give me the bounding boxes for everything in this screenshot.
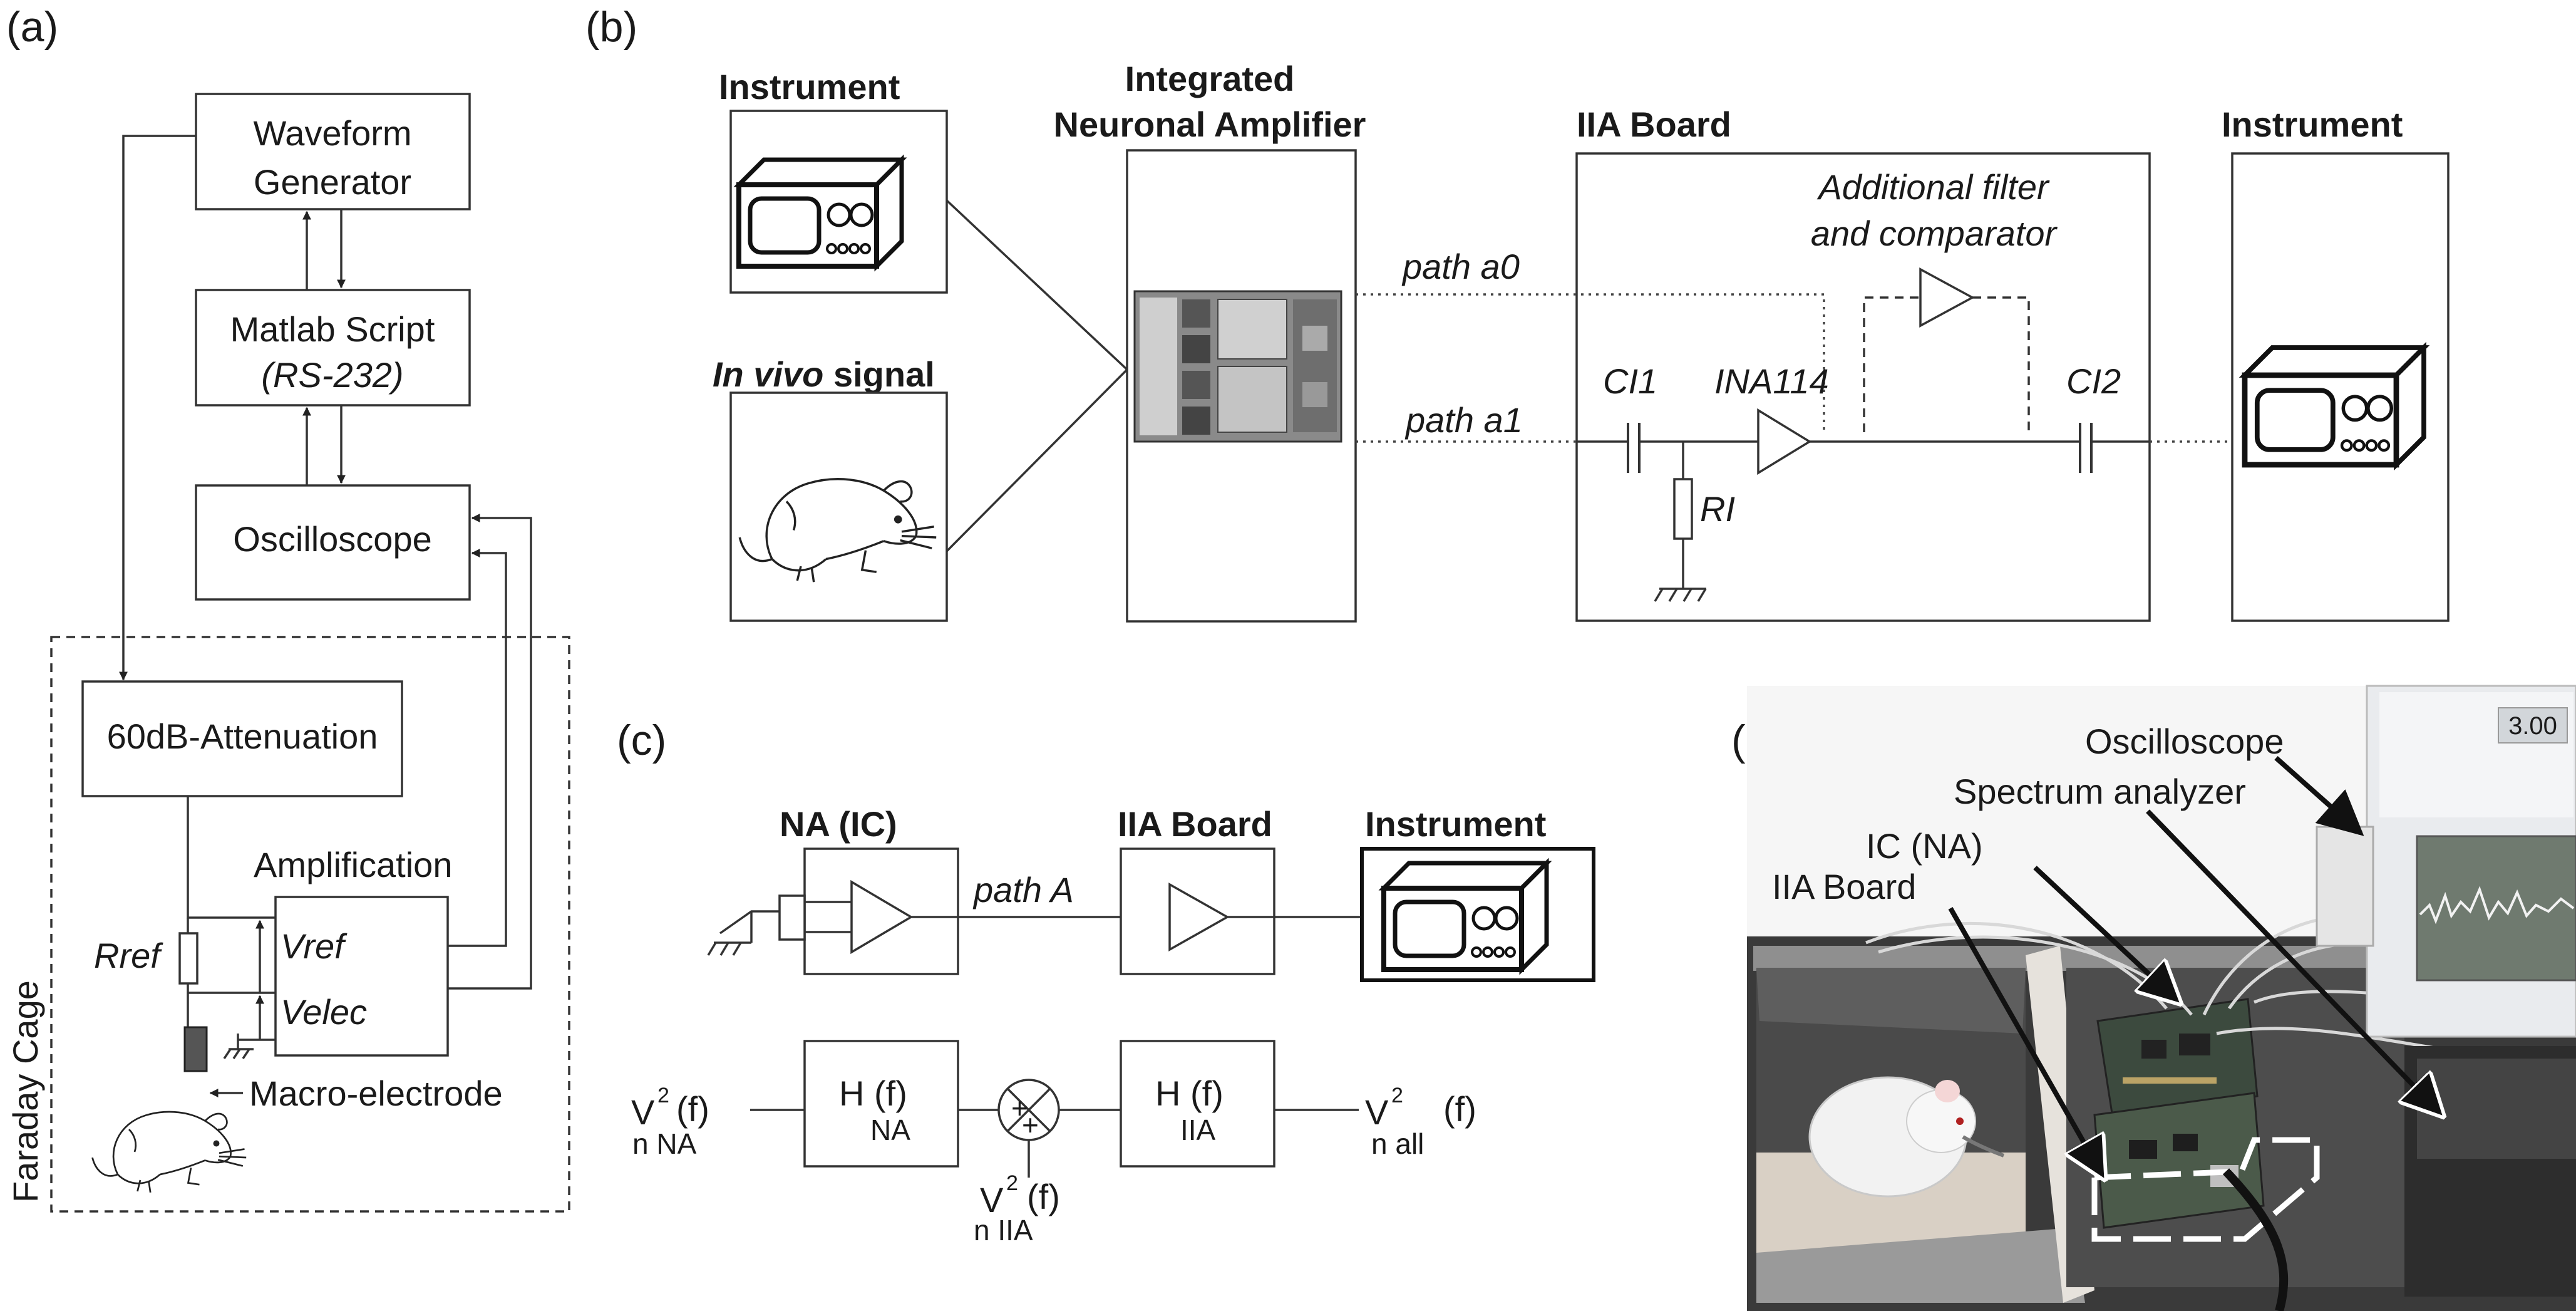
chip-image: [1133, 290, 1342, 443]
oscilloscope-label-a: Oscilloscope: [233, 519, 431, 559]
in-vivo-box: [729, 391, 948, 622]
v-iia-f: (f): [1027, 1177, 1060, 1216]
h-na-subscript: NA: [870, 1114, 910, 1146]
additional-filter-line1: Additional filter: [1816, 167, 2050, 207]
h-iia-box: [1120, 1040, 1275, 1168]
spectrum-analyzer-photo: 3.00: [2316, 685, 2576, 1038]
iia-board-title-b: IIA Board: [1577, 105, 1731, 144]
integrated-amp-line1: Integrated: [1125, 59, 1295, 98]
filter-dashed-path: [1863, 296, 1920, 432]
instrument-title-c: Instrument: [1365, 804, 1546, 844]
v-all-symbol: V: [1365, 1092, 1389, 1132]
h-iia-label: H (f): [1155, 1074, 1224, 1113]
ic-na-label: IC (NA): [1866, 826, 1983, 866]
path-a0-label: path a0: [1401, 247, 1520, 286]
panel-a: Waveform Generator Matlab Script (RS-232…: [6, 93, 570, 1213]
rat-photo: [1808, 1076, 2005, 1198]
waveform-generator-box: [195, 93, 471, 210]
additional-filter-line2: and comparator: [1811, 214, 2058, 253]
sum-plus-bottom: +: [1022, 1109, 1039, 1141]
matlab-script-label: Matlab Script: [230, 309, 435, 349]
analyzer-readout: 3.00: [2508, 712, 2557, 740]
v-na-symbol: V: [631, 1092, 655, 1132]
v-na-sq: 2: [657, 1084, 669, 1107]
attenuation-label: 60dB-Attenuation: [107, 717, 378, 756]
path-a-label: path A: [972, 870, 1074, 909]
panel-d-photo: 3.00 Oscilloscope Spectrum analyzer IC (…: [1747, 685, 2576, 1311]
panel-label-a: (a): [6, 3, 58, 51]
panel-label-b: (b): [585, 3, 637, 51]
na-amplifier-triangle: [850, 879, 914, 955]
rs232-label: (RS-232): [261, 355, 403, 395]
resistor-ri: [1673, 478, 1693, 540]
ci2-label: CI2: [2066, 361, 2121, 401]
amplification-label: Amplification: [254, 845, 452, 884]
v-na-subscript: n NA: [632, 1127, 697, 1160]
macro-electrode-label: Macro-electrode: [249, 1074, 503, 1113]
na-ic-title: NA (IC): [780, 804, 897, 844]
matlab-script-box: [195, 289, 471, 407]
arrow-ic-na: [2033, 866, 2179, 1002]
rat-drawing-a: [91, 1111, 247, 1194]
panel-b: Instrument In vivo signal Integrated Neu…: [713, 59, 2450, 623]
arrow-iia-board: [1948, 907, 2104, 1178]
path-a1-label: path a1: [1404, 400, 1523, 440]
oscilloscope-box-a: [195, 484, 471, 601]
highlight-dashed-region: [2091, 1137, 2320, 1242]
iia-board-photo: [2093, 1092, 2265, 1229]
waveform-generator-line1: Waveform: [253, 113, 411, 153]
spectrum-analyzer-label: Spectrum analyzer: [1954, 772, 2246, 811]
oscilloscope-screen-photo: [2416, 835, 2576, 982]
v-iia-symbol: V: [980, 1180, 1004, 1220]
oscilloscope-label-d: Oscilloscope: [2085, 722, 2284, 761]
v-na-f: (f): [676, 1089, 709, 1129]
iia-board-title-c: IIA Board: [1118, 804, 1272, 844]
velec-label: Velec: [281, 992, 367, 1032]
in-vivo-rest: signal: [823, 355, 934, 394]
instrument-right-title: Instrument: [2222, 105, 2403, 144]
comparator-triangle: [1919, 267, 1975, 328]
faraday-cage-label: Faraday Cage: [6, 980, 45, 1203]
v-iia-sq: 2: [1006, 1171, 1018, 1195]
oscilloscope-icon-right: [2245, 348, 2424, 465]
faraday-cage-boundary: [50, 636, 570, 1213]
in-vivo-italic: In vivo: [713, 355, 823, 394]
v-all-f: (f): [1443, 1089, 1476, 1129]
ina114-label: INA114: [1714, 361, 1829, 401]
panel-label-c: (c): [617, 717, 666, 764]
oscilloscope-icon-left: [739, 160, 902, 266]
amplification-box: [274, 896, 449, 1057]
oscilloscope-icon-c: [1384, 863, 1547, 970]
iia-amplifier-triangle: [1168, 883, 1230, 951]
sum-plus-left: +: [1011, 1092, 1028, 1124]
vref-label: Vref: [281, 926, 348, 966]
rref-resistor: [178, 932, 198, 985]
rref-label: Rref: [94, 936, 163, 975]
v-iia-subscript: n IIA: [974, 1214, 1033, 1246]
ri-label: RI: [1700, 489, 1735, 529]
arrow-spectrum-analyzer: [2146, 809, 2442, 1115]
v-all-subscript: n all: [1371, 1127, 1424, 1160]
panel-c: NA (IC) path A IIA Board Instrument V 2 …: [631, 804, 1595, 1246]
macro-electrode: [183, 1026, 208, 1072]
h-na-box: [803, 1040, 959, 1168]
summing-junction: + +: [997, 1079, 1060, 1141]
attenuation-box: [81, 680, 403, 797]
ci1-label: CI1: [1603, 361, 1657, 401]
in-vivo-title: In vivo signal: [713, 355, 935, 394]
iia-board-label-d: IIA Board: [1772, 867, 1916, 906]
arrow-oscilloscope: [2274, 756, 2364, 836]
h-na-label: H (f): [839, 1074, 907, 1113]
ic-na-board: [2096, 998, 2259, 1122]
v-all-sq: 2: [1391, 1084, 1403, 1107]
waveform-generator-line2: Generator: [254, 162, 411, 202]
h-iia-subscript: IIA: [1180, 1114, 1216, 1146]
integrated-amp-line2: Neuronal Amplifier: [1054, 105, 1366, 144]
instrument-left-title: Instrument: [719, 67, 900, 106]
ina114-amplifier: [1757, 408, 1812, 475]
